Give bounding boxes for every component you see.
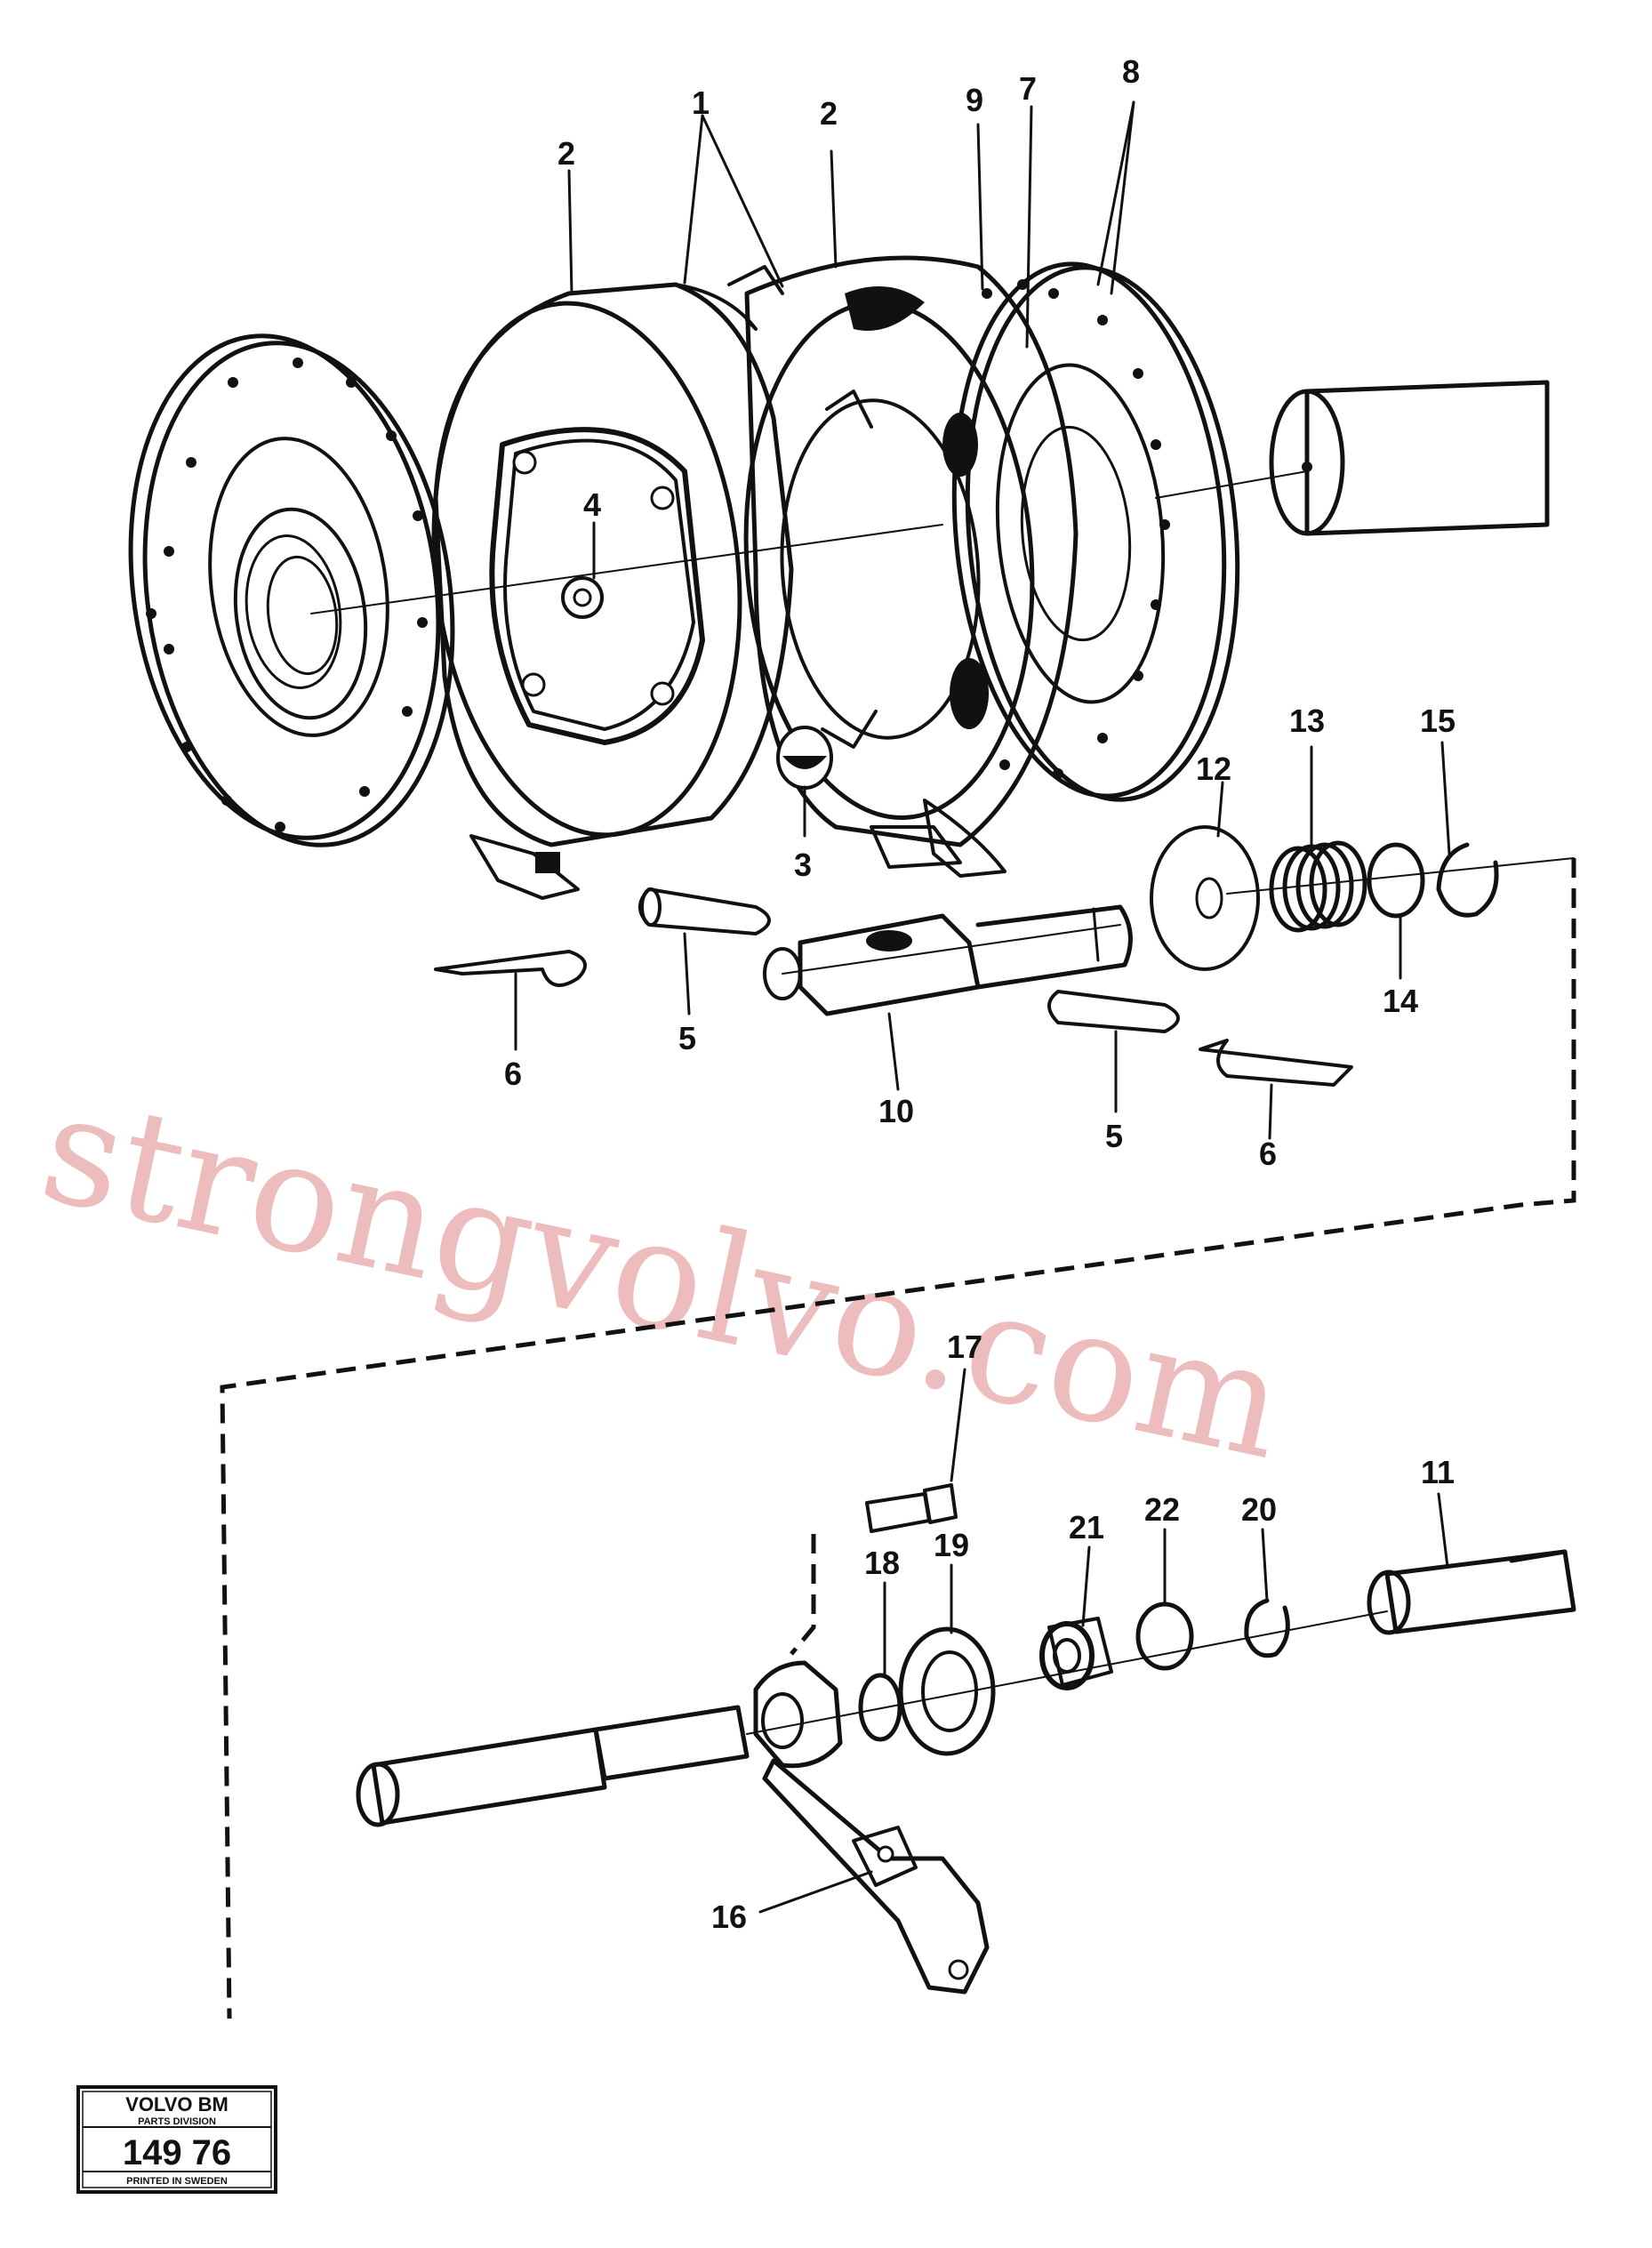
- release-yoke-assembly: [434, 825, 1575, 1087]
- callout-4: 4: [583, 486, 601, 523]
- callout-15: 15: [1420, 702, 1456, 739]
- callout-20: 20: [1241, 1491, 1277, 1528]
- callout-12: 12: [1196, 751, 1231, 787]
- callout-18: 18: [864, 1545, 900, 1581]
- release-shaft: [356, 1610, 1388, 1827]
- callout-5b: 5: [1105, 1118, 1123, 1154]
- callout-13: 13: [1289, 702, 1325, 739]
- input-shaft: [1269, 380, 1550, 536]
- bearing-carrier: [898, 1626, 996, 1756]
- stamp-division: PARTS DIVISION: [138, 2116, 216, 2127]
- flywheel: [951, 261, 1240, 802]
- callout-labels: 1 2 2 9 7 8 4 3 12 13 15 14 5 6 10 5 6 1…: [504, 53, 1456, 1935]
- volvo-bm-stamp: VOLVO BM PARTS DIVISION 149 76 PRINTED I…: [76, 2085, 277, 2194]
- clutch-cover: [727, 255, 1079, 878]
- callout-2a: 2: [557, 135, 575, 172]
- callout-14: 14: [1383, 983, 1418, 1019]
- dashed-connector-bolt: [790, 1534, 816, 1656]
- assembly-axis: [310, 470, 1308, 614]
- callout-9: 9: [966, 82, 983, 118]
- release-bearing: [1039, 1617, 1113, 1690]
- callout-7: 7: [1019, 70, 1037, 107]
- friction-disc: [128, 333, 455, 847]
- circlip: [1244, 1598, 1290, 1658]
- callout-11: 11: [1421, 1454, 1455, 1490]
- callout-8: 8: [1122, 53, 1140, 90]
- callout-19: 19: [934, 1527, 969, 1563]
- bolt: [865, 1483, 958, 1533]
- callout-10: 10: [878, 1093, 914, 1129]
- callout-5a: 5: [678, 1020, 696, 1056]
- spacer-ring: [858, 1673, 902, 1742]
- release-lever: [753, 1660, 990, 1995]
- callout-3: 3: [794, 847, 812, 883]
- leader-lines: [514, 100, 1451, 1914]
- pressure-plate-housing: [431, 282, 794, 900]
- cover-disc: [1135, 1602, 1194, 1671]
- callout-1: 1: [692, 84, 710, 121]
- callout-16: 16: [711, 1899, 747, 1935]
- stamp-brand: VOLVO BM: [125, 2093, 229, 2116]
- dashed-connector: [220, 858, 1576, 2019]
- callout-6b: 6: [1259, 1136, 1277, 1172]
- callout-21: 21: [1069, 1509, 1104, 1546]
- stamp-number: 149 76: [123, 2133, 231, 2172]
- callout-6a: 6: [504, 1056, 522, 1092]
- callout-2b: 2: [820, 95, 838, 132]
- stamp-footer: PRINTED IN SWEDEN: [126, 2176, 228, 2187]
- callout-22: 22: [1144, 1491, 1180, 1528]
- callout-17: 17: [947, 1329, 982, 1365]
- output-shaft: [1367, 1549, 1576, 1635]
